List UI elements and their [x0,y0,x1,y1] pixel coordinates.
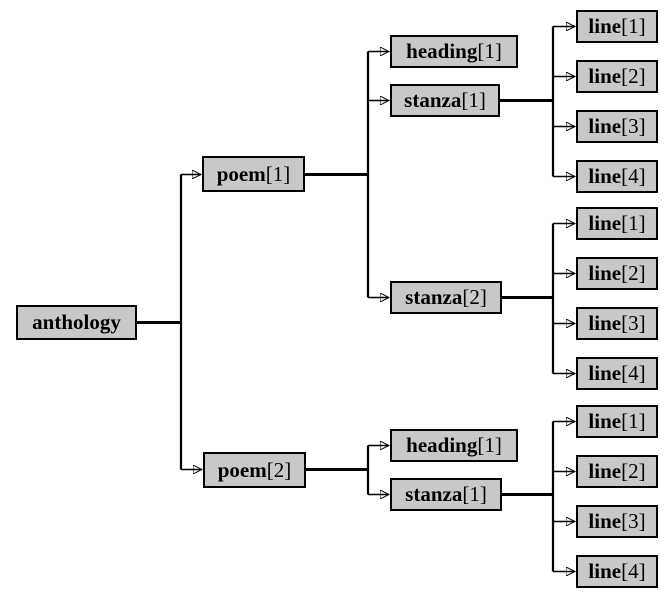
edges-poem2 [306,446,389,495]
node-poem1-stanza-2: stanza[2] [390,281,502,314]
node-p2s1-line-1: line[1] [576,405,658,438]
node-name: stanza [405,482,463,506]
edges-anthology [137,175,202,470]
node-poem2-stanza-1: stanza[1] [390,478,502,511]
node-index: [1] [477,39,502,63]
node-p1s2-line-1: line[1] [576,207,658,240]
node-index: [1] [265,161,291,186]
node-name: poem [217,457,267,482]
node-name: line [588,14,622,38]
node-name: anthology [32,310,121,334]
node-index: [1] [461,88,486,112]
node-name: line [588,459,622,483]
node-index: [2] [462,285,487,309]
node-p1s1-line-1: line[1] [576,10,658,43]
node-name: heading [406,433,478,457]
node-index: [1] [477,433,502,457]
node-index: [2] [621,459,646,483]
node-index: [1] [462,482,487,506]
node-name: line [588,164,622,188]
node-poem-2: poem[2] [203,452,306,488]
node-name: line [588,509,622,533]
node-index: [4] [621,559,646,583]
node-name: stanza [405,285,463,309]
node-p1s1-line-3: line[3] [576,110,658,143]
node-p2s1-line-4: line[4] [576,555,658,588]
node-name: poem [216,161,266,186]
node-name: line [588,559,622,583]
node-index: [3] [621,311,646,335]
node-p1s1-line-4: line[4] [576,160,658,193]
node-poem1-heading-1: heading[1] [390,35,518,68]
node-name: line [588,211,622,235]
node-name: line [588,311,622,335]
node-name: heading [406,39,478,63]
node-poem-1: poem[1] [202,156,305,192]
node-poem1-stanza-1: stanza[1] [390,84,500,117]
node-p2s1-line-2: line[2] [576,455,658,488]
node-name: line [588,64,622,88]
node-p1s1-line-2: line[2] [576,60,658,93]
node-name: line [588,409,622,433]
node-index: [2] [621,261,646,285]
node-p1s2-line-3: line[3] [576,307,658,340]
node-index: [2] [266,457,292,482]
node-name: line [588,114,622,138]
node-name: stanza [404,88,462,112]
node-index: [1] [621,409,646,433]
node-index: [3] [621,114,646,138]
node-index: [2] [621,64,646,88]
edges-poem1 [305,52,389,298]
node-name: line [588,261,622,285]
node-index: [4] [621,164,646,188]
node-index: [4] [621,361,646,385]
node-p2s1-line-3: line[3] [576,505,658,538]
node-index: [1] [621,14,646,38]
node-anthology: anthology [16,305,137,340]
edges-poem1-stanza1 [499,27,575,177]
node-name: line [588,361,622,385]
node-p1s2-line-4: line[4] [576,357,658,390]
edges-poem2-stanza1 [502,422,575,572]
node-index: [3] [621,509,646,533]
node-p1s2-line-2: line[2] [576,257,658,290]
edges-poem1-stanza2 [502,224,575,374]
node-index: [1] [621,211,646,235]
node-poem2-heading-1: heading[1] [390,429,518,462]
